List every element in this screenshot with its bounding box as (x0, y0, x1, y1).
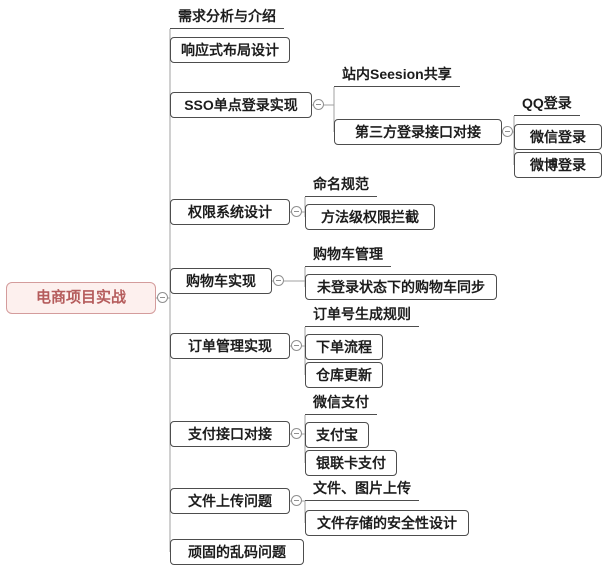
collapse-toggle-third-party[interactable] (502, 126, 513, 137)
topic-file-image-upload[interactable]: 文件、图片上传 (305, 477, 419, 501)
topic-permission-system[interactable]: 权限系统设计 (170, 199, 290, 225)
topic-warehouse-update[interactable]: 仓库更新 (305, 362, 383, 388)
collapse-toggle-order[interactable] (291, 340, 302, 351)
topic-alipay[interactable]: 支付宝 (305, 422, 369, 448)
topic-payment-integration[interactable]: 支付接口对接 (170, 421, 290, 447)
topic-cart-sync[interactable]: 未登录状态下的购物车同步 (305, 274, 497, 300)
collapse-toggle-payment[interactable] (291, 428, 302, 439)
topic-responsive-layout[interactable]: 响应式布局设计 (170, 37, 290, 63)
topic-sso-login[interactable]: SSO单点登录实现 (170, 92, 312, 118)
topic-wechat-login[interactable]: 微信登录 (514, 124, 602, 150)
topic-order-number-rules[interactable]: 订单号生成规则 (305, 303, 419, 327)
collapse-toggle-file[interactable] (291, 495, 302, 506)
collapse-toggle-sso[interactable] (313, 99, 324, 110)
topic-order-management[interactable]: 订单管理实现 (170, 333, 290, 359)
topic-wechat-pay[interactable]: 微信支付 (305, 391, 377, 415)
topic-third-party-login[interactable]: 第三方登录接口对接 (334, 119, 502, 145)
topic-shopping-cart[interactable]: 购物车实现 (170, 268, 272, 294)
topic-garbled-text[interactable]: 顽固的乱码问题 (170, 539, 304, 565)
collapse-toggle-root[interactable] (157, 292, 168, 303)
topic-file-upload[interactable]: 文件上传问题 (170, 488, 290, 514)
topic-file-storage-security[interactable]: 文件存储的安全性设计 (305, 510, 469, 536)
collapse-toggle-permission[interactable] (291, 206, 302, 217)
topic-cart-management[interactable]: 购物车管理 (305, 243, 391, 267)
topic-requirements-analysis[interactable]: 需求分析与介绍 (170, 5, 284, 29)
topic-session-sharing[interactable]: 站内Seesion共享 (334, 63, 460, 87)
root-topic[interactable]: 电商项目实战 (6, 282, 156, 314)
topic-weibo-login[interactable]: 微博登录 (514, 152, 602, 178)
topic-naming-convention[interactable]: 命名规范 (305, 173, 377, 197)
topic-unionpay[interactable]: 银联卡支付 (305, 450, 397, 476)
topic-method-level-interception[interactable]: 方法级权限拦截 (305, 204, 435, 230)
topic-qq-login[interactable]: QQ登录 (514, 92, 580, 116)
collapse-toggle-cart[interactable] (273, 275, 284, 286)
topic-order-flow[interactable]: 下单流程 (305, 334, 383, 360)
